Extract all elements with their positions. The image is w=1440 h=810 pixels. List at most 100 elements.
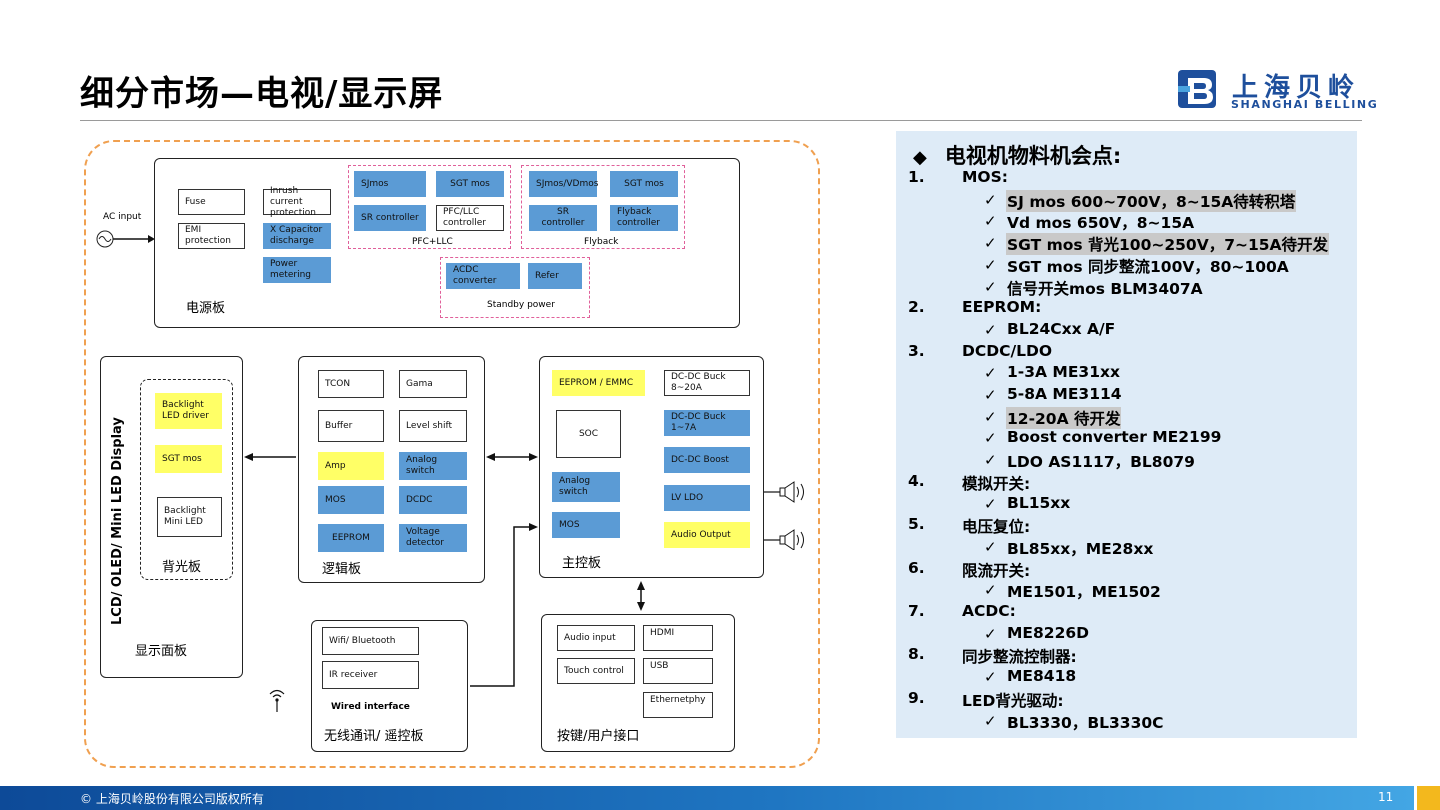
opportunity-item: BL3330，BL3330C xyxy=(1007,713,1164,732)
opportunity-item: Vd mos 650V，8~15A xyxy=(1007,214,1195,233)
level-shift-box: Level shift xyxy=(399,410,467,442)
section-number: 7. xyxy=(908,602,925,620)
main-control-board-label: 主控板 xyxy=(562,556,602,571)
logic-eeprom-box: EEPROM xyxy=(318,524,384,552)
section-number: 8. xyxy=(908,645,925,664)
logic-dcdc-box: DCDC xyxy=(399,486,467,514)
hdmi-box: HDMI xyxy=(643,625,713,651)
section-number: 6. xyxy=(908,558,925,577)
check-icon: ✓ xyxy=(984,581,997,600)
emi-protection-box: EMI protection xyxy=(178,223,245,249)
check-icon: ✓ xyxy=(984,277,997,296)
section-number: 2. xyxy=(908,298,925,317)
usb-box: USB xyxy=(643,658,713,684)
backlight-mini-led-box: Backlight Mini LED xyxy=(157,497,222,537)
gama-box: Gama xyxy=(399,370,467,398)
opportunity-panel xyxy=(896,131,1357,738)
check-icon: ✓ xyxy=(984,451,997,470)
opportunity-item: BL15xx xyxy=(1007,493,1071,512)
check-icon: ✓ xyxy=(984,234,997,253)
opportunity-item: SGT mos 同步整流100V，80~100A xyxy=(1007,257,1289,276)
section-name: 同步整流控制器: xyxy=(962,648,1077,667)
flyback-sr-controller-box: SR controller xyxy=(529,205,597,231)
voltage-detector-box: Voltage detector xyxy=(399,524,467,552)
speaker-icon xyxy=(764,481,804,550)
dcdc-boost-box: DC-DC Boost xyxy=(664,447,750,473)
section-name: EEPROM: xyxy=(962,298,1042,317)
backlight-board xyxy=(140,379,233,580)
logic-board-label: 逻辑板 xyxy=(322,562,362,577)
main-mos-box: MOS xyxy=(552,512,620,538)
opportunity-item: BL24Cxx A/F xyxy=(1007,319,1116,338)
ac-input-label: AC input xyxy=(103,212,142,222)
ac-source-icon xyxy=(96,230,155,248)
opportunity-item: ME1501，ME1502 xyxy=(1007,583,1161,602)
section-name: DCDC/LDO xyxy=(962,341,1053,360)
logo-chinese-name: 上海贝岭 xyxy=(1232,73,1361,103)
logic-analog-switch-box: Analog switch xyxy=(399,452,467,480)
flyback-label: Flyback xyxy=(584,237,619,247)
pfc-llc-group xyxy=(348,165,511,249)
opportunity-item: SJ mos 600~700V，8~15A待转积塔 xyxy=(1006,189,1297,212)
flyback-sgtmos-box: SGT mos xyxy=(610,171,678,197)
fuse-box: Fuse xyxy=(178,189,245,215)
check-icon: ✓ xyxy=(984,668,997,687)
display-panel-label: 显示面板 xyxy=(135,644,188,659)
opportunity-item: ME8226D xyxy=(1007,623,1090,642)
check-icon: ✓ xyxy=(984,429,997,448)
wifi-bluetooth-box: Wifi/ Bluetooth xyxy=(322,627,419,655)
opportunity-item: 5-8A ME3114 xyxy=(1007,385,1122,403)
opportunity-item: SGT mos 背光100~250V，7~15A待开发 xyxy=(1006,233,1330,256)
dcdc-buck-1-7a-box: DC-DC Buck 1~7A xyxy=(664,410,750,436)
main-analog-switch-box: Analog switch xyxy=(552,472,620,502)
wireless-board-label: 无线通讯/ 遥控板 xyxy=(324,729,424,744)
check-icon: ✓ xyxy=(984,212,997,231)
pfc-llc-label: PFC+LLC xyxy=(412,237,453,247)
opportunity-item: LDO AS1117，BL8079 xyxy=(1007,453,1195,472)
logo-english-name: SHANGHAI BELLING xyxy=(1231,98,1379,111)
section-name: 限流开关: xyxy=(962,561,1031,580)
opportunity-item: Boost converter ME2199 xyxy=(1007,428,1222,447)
opportunity-item: ME8418 xyxy=(1007,667,1077,686)
opportunity-title-text: 电视机物料机会点: xyxy=(944,144,1122,168)
footer-bar xyxy=(0,786,1414,810)
power-metering-box: Power metering xyxy=(263,257,331,283)
check-icon: ✓ xyxy=(984,624,997,643)
section-name: MOS: xyxy=(962,168,1008,186)
check-icon: ✓ xyxy=(984,711,997,730)
standby-power-label: Standby power xyxy=(487,300,555,310)
flyback-controller-box: Flyback controller xyxy=(610,205,678,231)
audio-output-box: Audio Output xyxy=(664,522,750,548)
logic-mos-box: MOS xyxy=(318,486,384,514)
section-name: ACDC: xyxy=(962,602,1016,620)
x-capacitor-box: X Capacitor discharge xyxy=(263,223,331,249)
wired-interface-label: Wired interface xyxy=(331,702,410,712)
check-icon: ✓ xyxy=(984,190,997,209)
section-name: 电压复位: xyxy=(962,518,1031,537)
pfc-sr-controller-box: SR controller xyxy=(354,205,426,231)
lv-ldo-box: LV LDO xyxy=(664,485,750,511)
diamond-bullet-icon: ◆ xyxy=(913,147,927,168)
check-icon: ✓ xyxy=(984,255,997,274)
belling-logo-icon xyxy=(1178,70,1216,108)
flyback-group xyxy=(521,165,685,249)
page-title: 细分市场—电视/显示屏 xyxy=(80,74,444,114)
inrush-protection-box: Inrush current protection xyxy=(263,186,331,218)
section-number: 4. xyxy=(908,471,925,490)
opportunity-item: BL85xx，ME28xx xyxy=(1007,539,1154,558)
section-number: 5. xyxy=(908,515,925,534)
buffer-box: Buffer xyxy=(318,410,384,442)
check-icon: ✓ xyxy=(984,407,997,426)
section-name: LED背光驱动: xyxy=(962,691,1064,710)
section-number: 3. xyxy=(908,341,925,360)
ethernet-phy-box: Ethernetphy xyxy=(643,692,713,718)
logic-amp-box: Amp xyxy=(318,452,384,480)
keys-board-label: 按键/用户接口 xyxy=(557,729,640,744)
diagram-frame xyxy=(84,140,820,768)
section-name: 模拟开关: xyxy=(962,474,1031,493)
pfc-sgtmos-box: SGT mos xyxy=(436,171,504,197)
audio-input-box: Audio input xyxy=(557,625,635,651)
backlight-sgt-mos-box: SGT mos xyxy=(155,445,222,473)
backlight-led-driver-box: Backlight LED driver xyxy=(155,393,222,429)
